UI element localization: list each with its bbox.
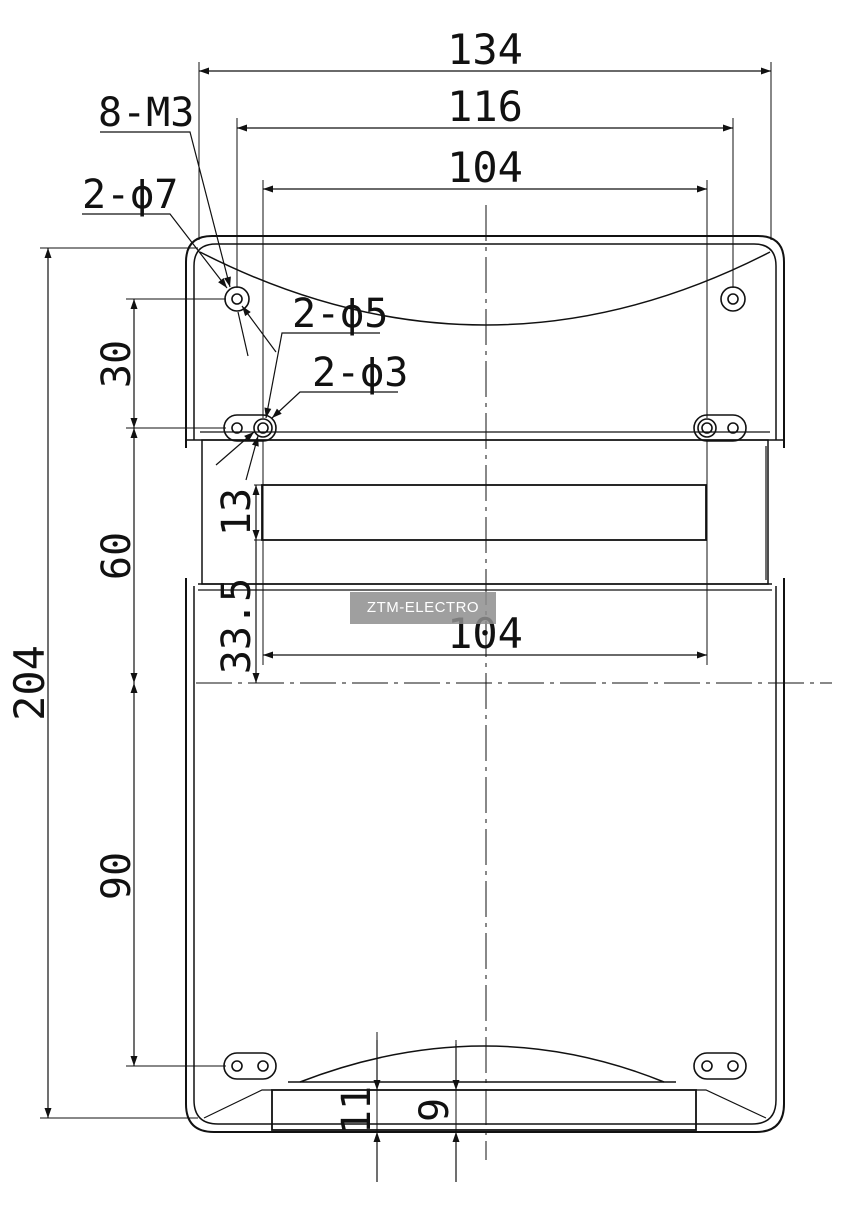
callout-8-m3: 8-M3 [98, 90, 194, 136]
mounting-holes [223, 286, 747, 1080]
dim-60: 60 [94, 532, 140, 580]
watermark: ZTM-ELECTRO [350, 592, 496, 624]
dim-11: 11 [334, 1086, 380, 1134]
callout-2-phi7: 2-ϕ7 [82, 172, 178, 218]
enclosure-body [185, 235, 785, 1133]
dim-116: 116 [447, 82, 523, 131]
dim-134: 134 [447, 25, 523, 74]
leader-lines [82, 131, 398, 481]
callout-2-phi5: 2-ϕ5 [292, 291, 388, 337]
dimension-labels: 134 116 104 104 204 30 60 90 13 33.5 11 … [5, 25, 523, 1134]
dimension-lines [44, 67, 771, 1182]
dim-104-top: 104 [447, 143, 523, 192]
center-lines [196, 205, 832, 1160]
callout-2-phi3: 2-ϕ3 [312, 350, 408, 396]
dim-33-5: 33.5 [214, 578, 260, 674]
dim-13: 13 [214, 488, 260, 536]
dim-9: 9 [412, 1098, 458, 1122]
dim-90: 90 [94, 852, 140, 900]
dim-204: 204 [5, 645, 54, 721]
dim-30: 30 [94, 340, 140, 388]
extension-lines [40, 62, 772, 1182]
